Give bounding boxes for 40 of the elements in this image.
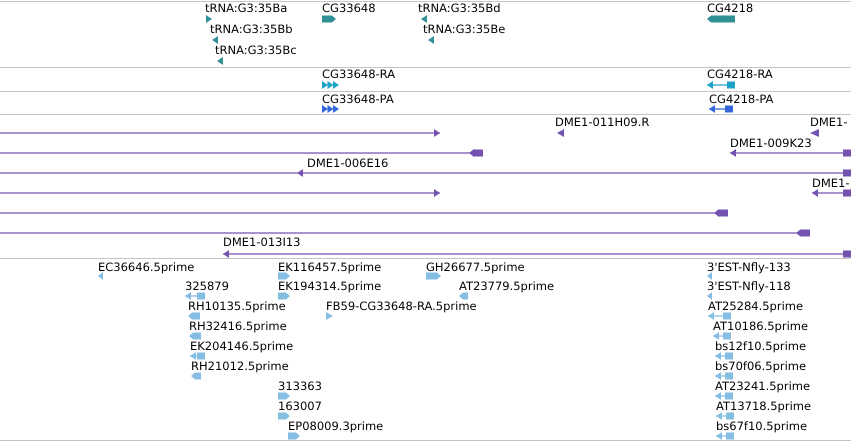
feature-label: CG33648-RA [322, 68, 396, 81]
feature-label: 163007 [278, 400, 322, 413]
feature-label: bs67f10.5prime [716, 420, 808, 433]
feature-label: DME1-009K23 [730, 137, 812, 150]
feature-label: tRNA:G3:35Ba [205, 2, 288, 15]
feature-label: 3'EST-Nfly-133 [707, 261, 791, 274]
feature-label: EK194314.5prime [278, 280, 382, 293]
feature-label: AT23241.5prime [715, 380, 810, 393]
feature-label: FB59-CG33648-RA.5prime [326, 300, 477, 313]
feature-label: tRNA:G3:35Bb [210, 23, 293, 36]
feature-label: 3'EST-Nfly-118 [707, 280, 791, 293]
feature-label: tRNA:G3:35Bd [418, 2, 501, 15]
feature-label: CG4218-RA [707, 68, 773, 81]
feature-label: RH21012.5prime [191, 360, 289, 373]
feature-label: DME1-013I13 [223, 236, 300, 249]
feature-label: AT10186.5prime [713, 320, 808, 333]
feature-label: RH10135.5prime [188, 300, 286, 313]
feature-label: CG4218 [707, 2, 754, 15]
feature-label: EP08009.3prime [288, 420, 384, 433]
feature-label: RH32416.5prime [189, 320, 287, 333]
feature-label: DME1-011H09.R [555, 116, 650, 129]
feature-label: AT25284.5prime [708, 300, 804, 313]
feature-label: bs12f10.5prime [715, 340, 806, 353]
feature-label: EC36646.5prime [98, 261, 194, 274]
feature-label: tRNA:G3:35Be [423, 23, 506, 36]
feature-label: EK116457.5prime [278, 261, 382, 274]
feature-label: CG33648-PA [322, 93, 394, 106]
feature-label: bs70f06.5prime [715, 360, 806, 373]
feature-label: AT23779.5prime [459, 280, 554, 293]
feature-label: DME1- [812, 177, 850, 190]
feature-label: DME1-006E16 [307, 157, 388, 170]
feature-label: EK204146.5prime [190, 340, 294, 353]
feature-label: GH26677.5prime [426, 261, 525, 274]
feature-label: DME1- [810, 116, 848, 129]
feature-label: CG4218-PA [709, 93, 774, 106]
feature-label: 325879 [185, 280, 229, 293]
feature-label: 313363 [278, 380, 322, 393]
feature-label: tRNA:G3:35Bc [215, 44, 297, 57]
feature-label: AT13718.5prime [716, 400, 812, 413]
feature-label: CG33648 [322, 2, 376, 15]
